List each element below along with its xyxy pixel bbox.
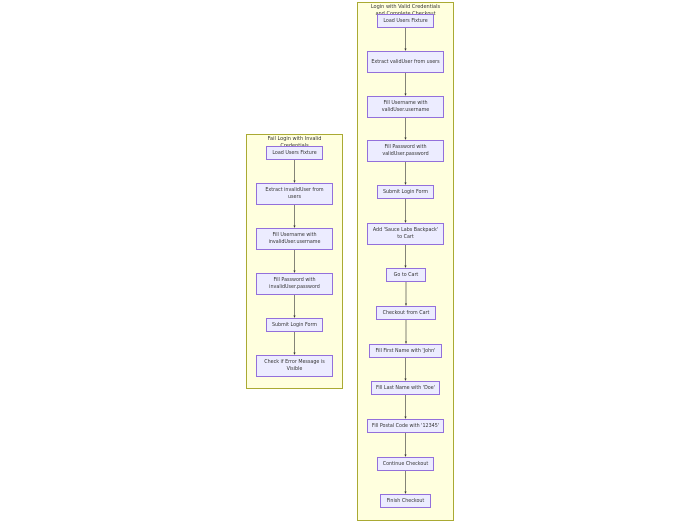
node-submit-login-form[interactable]: Submit Login Form xyxy=(266,318,323,332)
node-fill-username-valid[interactable]: Fill Username with validUser.username xyxy=(367,96,444,118)
node-continue-checkout[interactable]: Continue Checkout xyxy=(377,457,434,471)
node-checkout-from-cart[interactable]: Checkout from Cart xyxy=(376,306,436,320)
node-fill-password-valid[interactable]: Fill Password with validUser.password xyxy=(367,140,444,162)
node-fill-last-name[interactable]: Fill Last Name with 'Doe' xyxy=(371,381,440,395)
node-fill-password-invalid[interactable]: Fill Password with invalidUser.password xyxy=(256,273,333,295)
node-fill-first-name[interactable]: Fill First Name with 'John' xyxy=(369,344,442,358)
node-extract-valid-user[interactable]: Extract validUser from users xyxy=(367,51,444,73)
node-extract-invalid-user[interactable]: Extract invalidUser from users xyxy=(256,183,333,205)
node-load-users-fixture[interactable]: Load Users Fixture xyxy=(266,146,323,160)
node-go-to-cart[interactable]: Go to Cart xyxy=(386,268,426,282)
node-load-users-fixture[interactable]: Load Users Fixture xyxy=(377,14,434,28)
node-fill-username-invalid[interactable]: Fill Username with invalidUser.username xyxy=(256,228,333,250)
node-submit-login-form[interactable]: Submit Login Form xyxy=(377,185,434,199)
node-finish-checkout[interactable]: Finish Checkout xyxy=(380,494,431,508)
node-check-error-visible[interactable]: Check if Error Message is Visible xyxy=(256,355,333,377)
node-add-backpack-to-cart[interactable]: Add 'Sauce Labs Backpack' to Cart xyxy=(367,223,444,245)
node-fill-postal-code[interactable]: Fill Postal Code with '12345' xyxy=(367,419,444,433)
